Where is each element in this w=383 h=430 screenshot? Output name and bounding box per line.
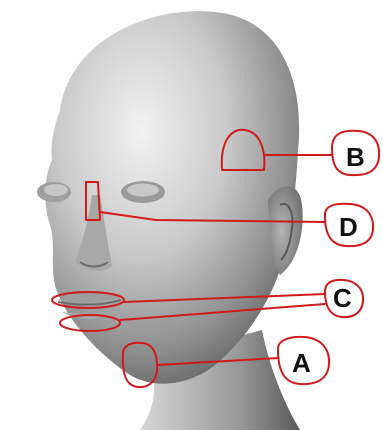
label-a: A xyxy=(292,348,311,378)
label-c: C xyxy=(333,283,352,313)
label-b: B xyxy=(346,142,365,172)
right-eye-lid xyxy=(127,184,159,197)
left-eye-lid xyxy=(44,184,68,196)
head xyxy=(45,11,299,384)
label-d: D xyxy=(339,212,358,242)
